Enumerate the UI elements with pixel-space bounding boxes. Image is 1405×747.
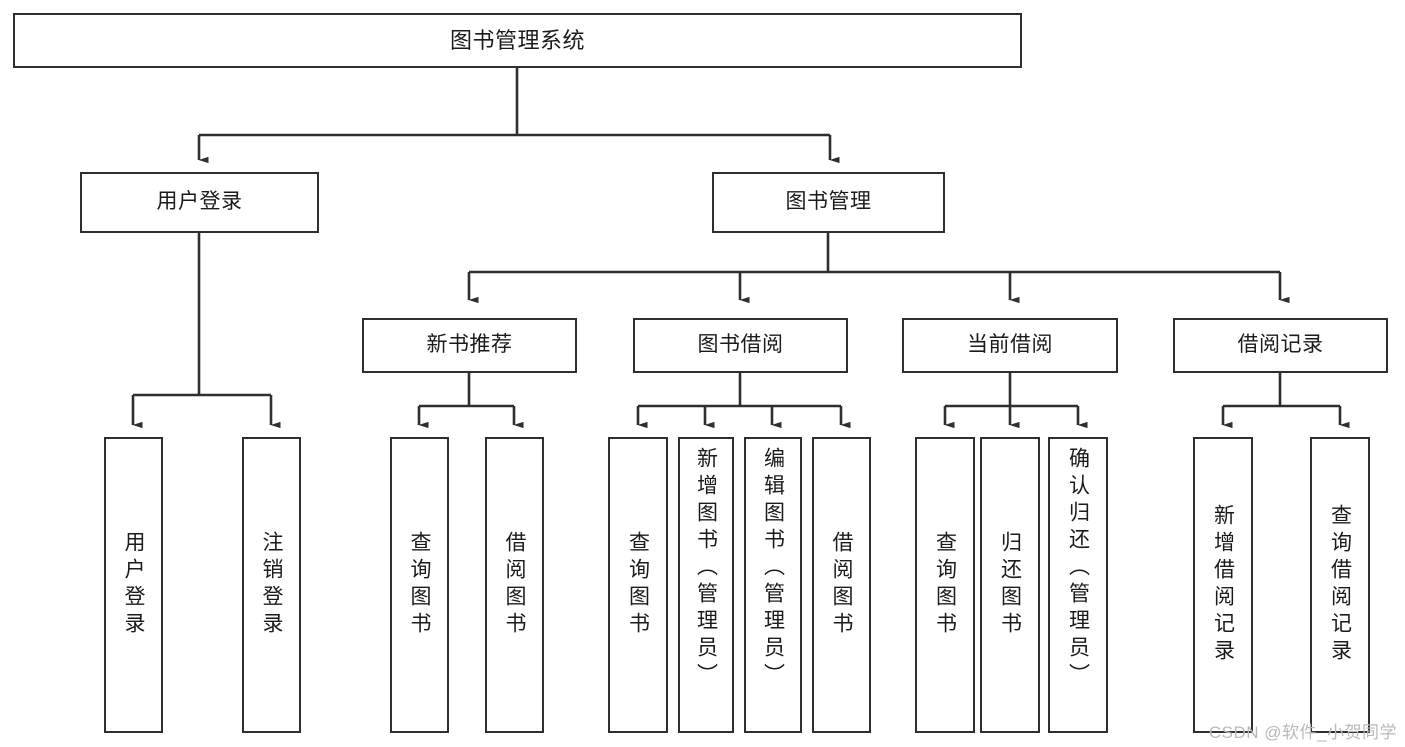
leaf-query-book-2[interactable]: 查询图书 [608,437,668,733]
leaf-edit-book[interactable]: 编辑图书（管理员） [744,437,802,733]
node-current-borrow[interactable]: 当前借阅 [902,318,1118,373]
node-label: 归还图书 [998,531,1022,639]
node-label: 查询图书 [933,531,957,639]
node-label: 图书管理系统 [449,27,585,53]
leaf-query-record[interactable]: 查询借阅记录 [1310,437,1370,733]
node-label: 新增图书（管理员） [694,447,718,690]
leaf-add-book[interactable]: 新增图书（管理员） [678,437,734,733]
node-book-manage[interactable]: 图书管理 [712,172,945,233]
watermark: CSDN @软件_小贺同学 [1208,723,1397,742]
node-root-system[interactable]: 图书管理系统 [13,13,1022,68]
node-label: 图书管理 [785,190,872,214]
node-label: 注销登录 [260,531,283,639]
node-label: 用户登录 [156,190,243,214]
node-label: 新书推荐 [426,333,513,357]
node-label: 确认归还（管理员） [1066,447,1090,690]
leaf-borrow-book-2[interactable]: 借阅图书 [812,437,871,733]
node-label: 编辑图书（管理员） [761,447,785,690]
leaf-query-book-3[interactable]: 查询图书 [915,437,975,733]
leaf-user-login[interactable]: 用户登录 [104,437,163,733]
node-borrow-record[interactable]: 借阅记录 [1173,318,1388,373]
leaf-query-book-1[interactable]: 查询图书 [390,437,449,733]
node-label: 借阅图书 [830,531,853,639]
node-label: 查询图书 [626,531,650,639]
node-label: 图书借阅 [697,333,784,357]
node-label: 当前借阅 [967,333,1053,357]
node-label: 借阅图书 [503,531,526,639]
node-book-borrow[interactable]: 图书借阅 [633,318,848,373]
leaf-borrow-book-1[interactable]: 借阅图书 [485,437,544,733]
node-label: 借阅记录 [1237,333,1324,357]
node-new-book-recommend[interactable]: 新书推荐 [362,318,577,373]
node-label: 查询图书 [408,531,431,639]
leaf-logout-login[interactable]: 注销登录 [242,437,301,733]
leaf-return-book[interactable]: 归还图书 [980,437,1040,733]
node-label: 查询借阅记录 [1328,504,1352,666]
node-user-login[interactable]: 用户登录 [80,172,319,233]
node-label: 新增借阅记录 [1211,504,1235,666]
node-label: 用户登录 [122,531,145,639]
leaf-add-record[interactable]: 新增借阅记录 [1193,437,1253,733]
leaf-confirm-return[interactable]: 确认归还（管理员） [1048,437,1108,733]
